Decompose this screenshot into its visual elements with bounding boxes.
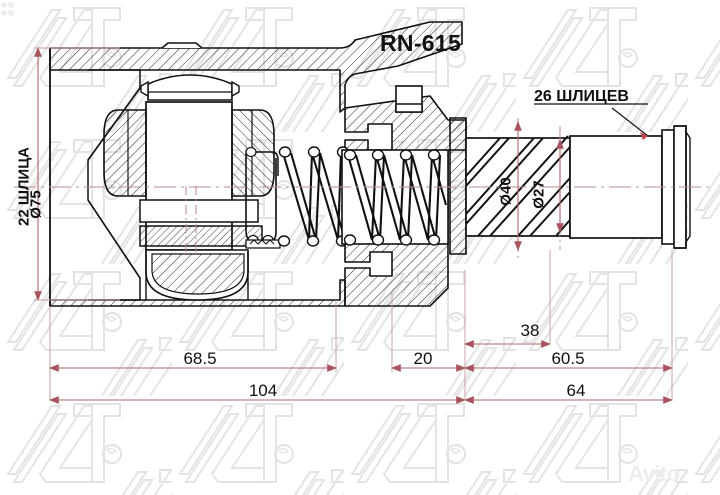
dimension-label-64: 64 <box>566 381 586 400</box>
shaft-diameter-dimensions <box>514 120 564 252</box>
dimension-label-60-5: 60.5 <box>551 349 585 368</box>
splines-right-leader <box>534 103 649 140</box>
dimension-label-68-5: 68.5 <box>183 349 217 368</box>
splined-shaft <box>449 117 691 255</box>
dimension-label-38: 38 <box>520 321 540 340</box>
spring-coil-right <box>341 149 449 246</box>
diameter-40-label: Ø40 <box>497 177 515 206</box>
clip-detail-left <box>245 146 281 249</box>
dimension-label-20: 20 <box>413 349 433 368</box>
avito-dots-icon <box>1 2 14 16</box>
linear-dimension-chain <box>48 250 674 404</box>
avito-watermark: Avito <box>628 461 680 486</box>
diameter-75-label: Ø75 <box>27 190 45 219</box>
diameter-75-dimension <box>34 46 120 302</box>
dimension-label-104: 104 <box>248 381 278 400</box>
housing-outer-body <box>49 21 467 307</box>
diameter-27-label: Ø27 <box>530 180 548 209</box>
part-number-title: RN-615 <box>380 30 462 56</box>
splines-right-label: 26 ШЛИЦЕВ <box>534 88 629 105</box>
spring-coil-left <box>277 146 350 247</box>
tripod-bearing-assembly <box>103 74 275 301</box>
